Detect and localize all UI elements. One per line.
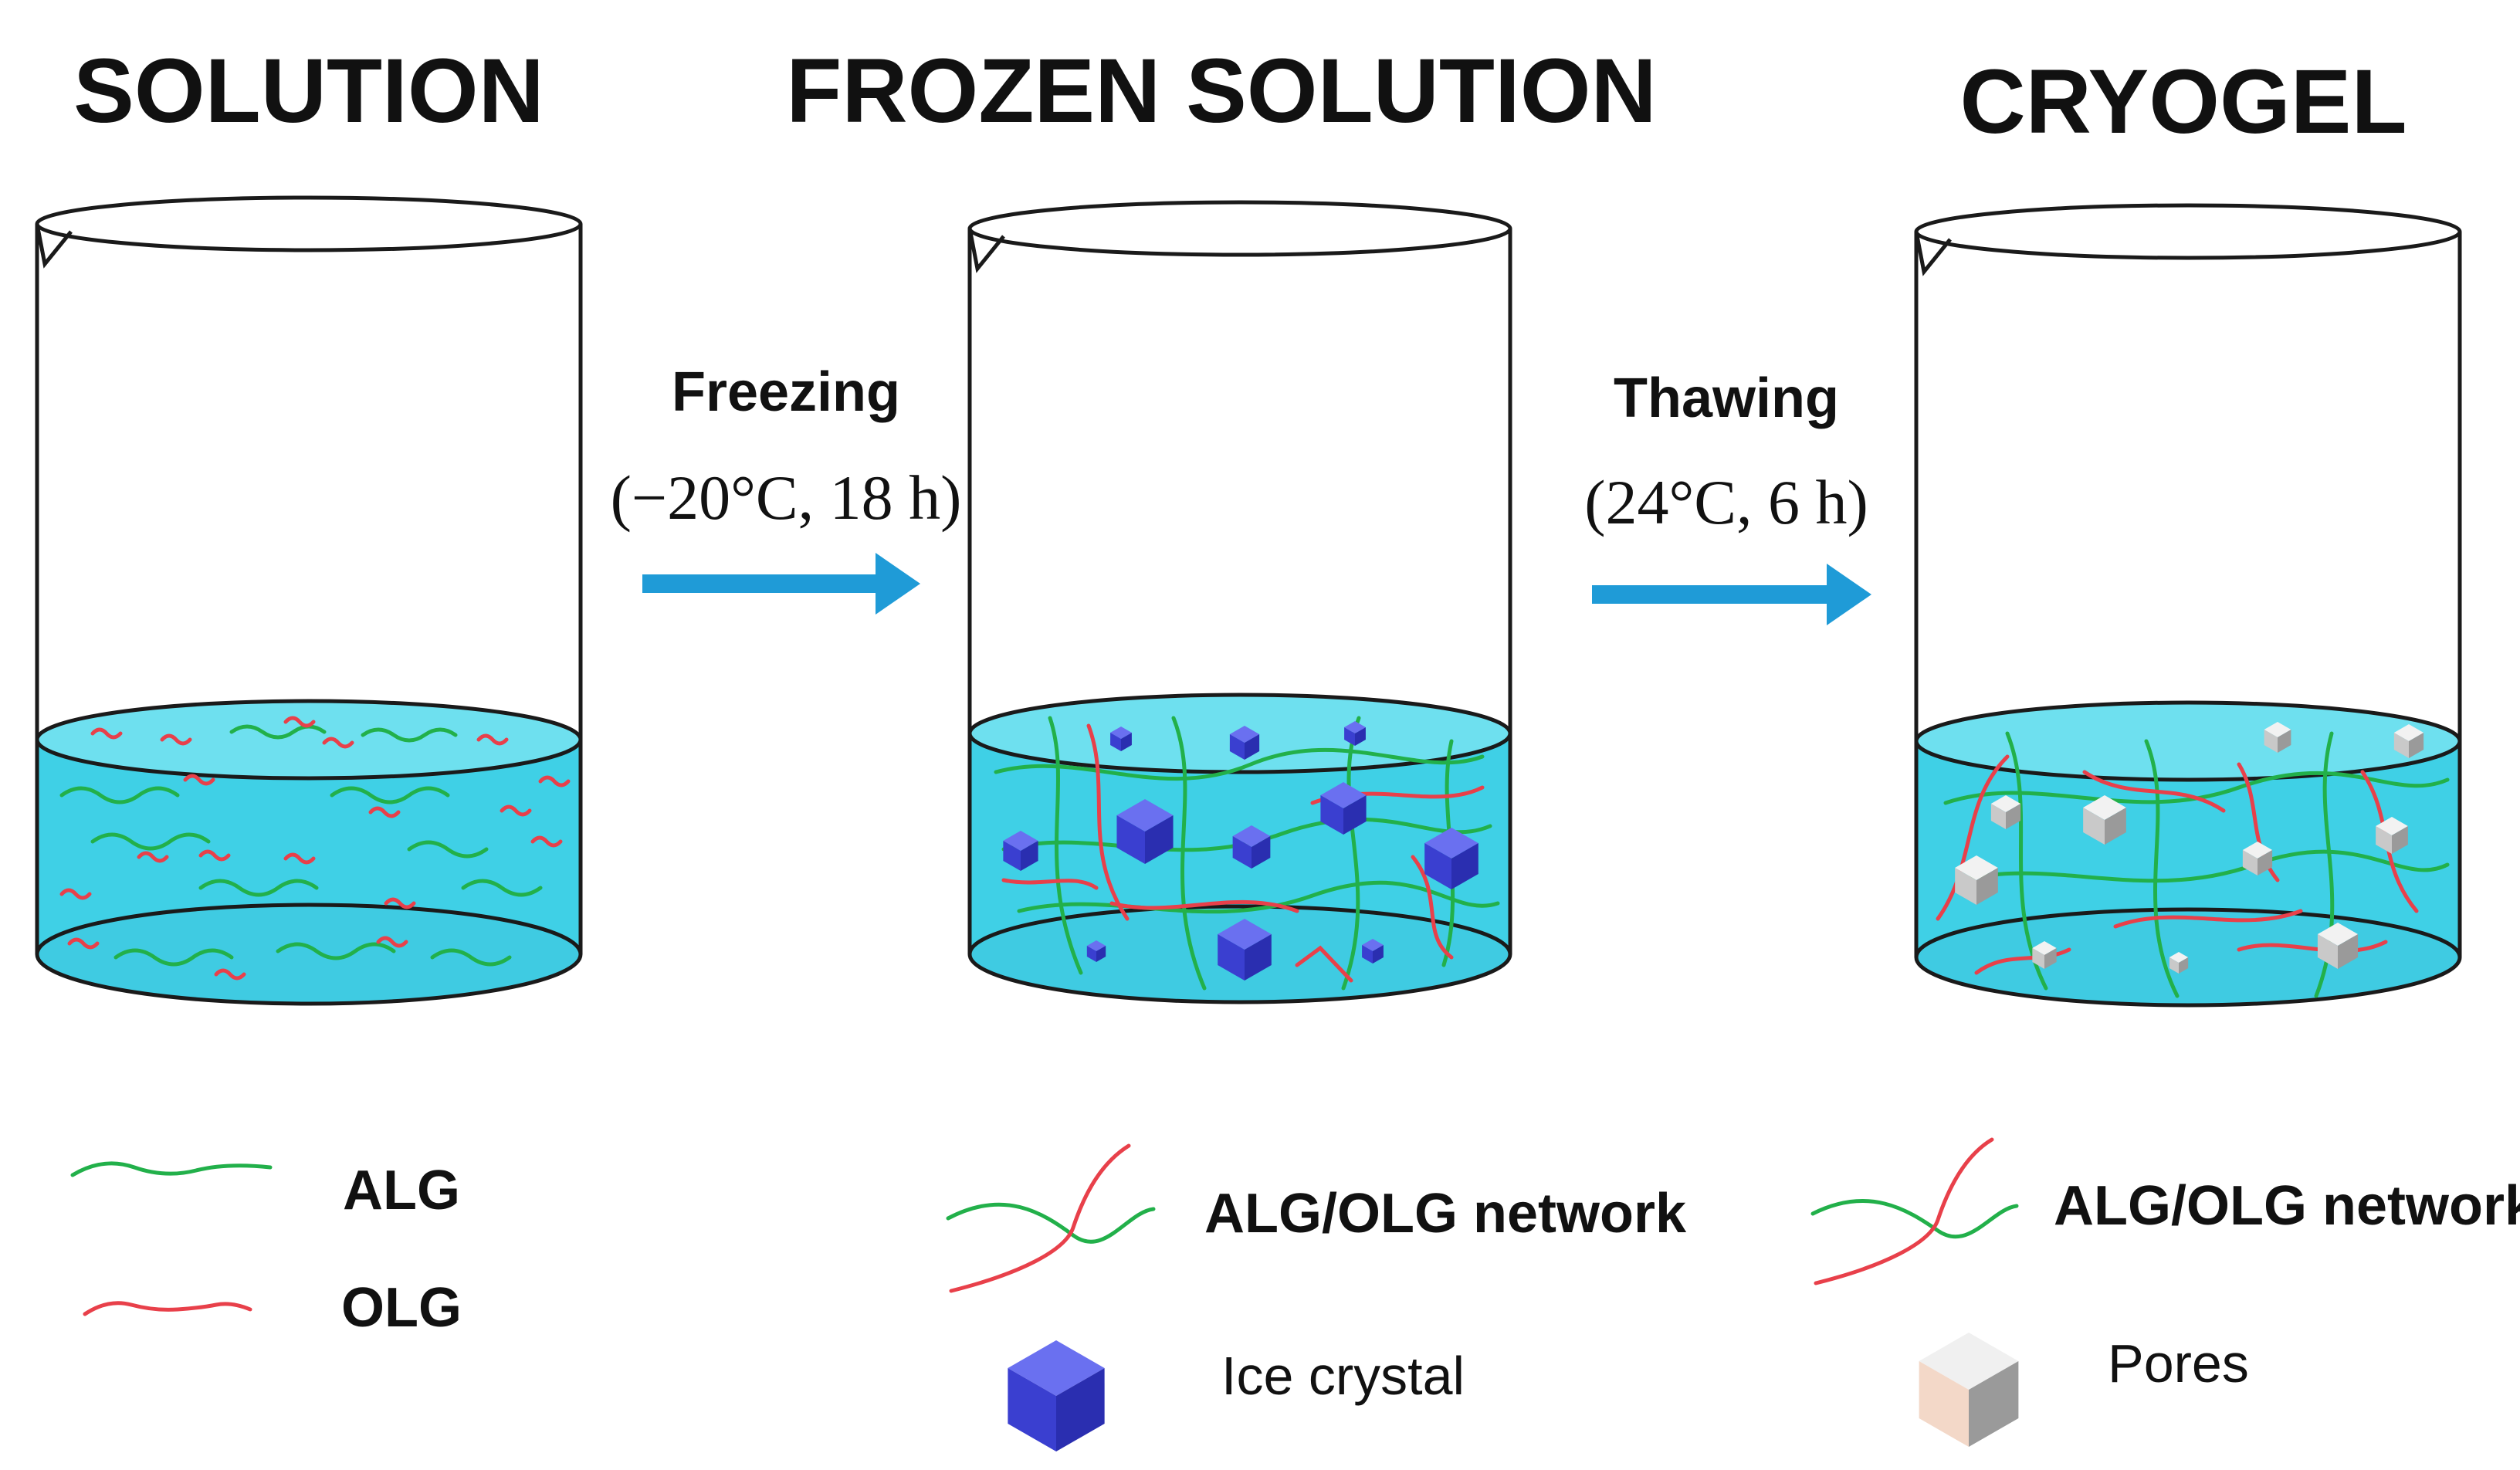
step-label-thawing: Thawing [1614, 368, 1839, 429]
legend-item-pores: Pores [1919, 1333, 2249, 1447]
stage-title-frozen-solution: FROZEN SOLUTION [786, 40, 1657, 142]
olg-chain-swatch [949, 1143, 1131, 1293]
arrow-freezing [642, 553, 920, 615]
beaker-rim [1914, 203, 2462, 260]
legend-label-network: ALG/OLG network [1204, 1183, 1687, 1245]
alg-chain-swatch [1810, 1199, 2019, 1239]
beaker-rim [967, 200, 1512, 257]
beaker-frozen-solution [967, 200, 1512, 1004]
arrow-thawing [1592, 564, 1871, 625]
alg-chains [59, 724, 543, 967]
legend-label-alg: ALG [343, 1160, 460, 1221]
liquid-surface [35, 699, 583, 781]
alg-chain-swatch [70, 1161, 273, 1177]
legend-label-olg: OLG [341, 1277, 462, 1339]
legend-label-ice-crystal: Ice crystal [1221, 1346, 1465, 1406]
olg-chain-swatch [83, 1301, 252, 1316]
olg-chain-swatch [1814, 1137, 1994, 1285]
legend-item-olg: OLG [83, 1277, 462, 1339]
step-condition-freezing: (−20°C, 18 h) [611, 462, 962, 533]
legend-item-alg: ALG [70, 1160, 460, 1221]
olg-chains [59, 716, 571, 981]
alg-chain-swatch [946, 1202, 1156, 1244]
beaker-rim [35, 195, 583, 252]
legend: ALG OLG ALG/OLG network Ice crystal ALG/… [70, 1137, 2520, 1451]
legend-label-network: ALG/OLG network [2054, 1175, 2520, 1237]
legend-label-pores: Pores [2108, 1333, 2249, 1394]
legend-item-network: ALG/OLG network [946, 1143, 1687, 1293]
beaker-solution [35, 195, 583, 1006]
step-condition-thawing: (24°C, 6 h) [1584, 467, 1868, 537]
step-label-freezing: Freezing [672, 361, 900, 423]
pore-swatch [1919, 1333, 2019, 1447]
legend-item-network: ALG/OLG network [1810, 1137, 2520, 1285]
ice-crystal-swatch [1008, 1340, 1105, 1451]
stage-title-cryogel: CRYOGEL [1959, 51, 2407, 153]
alg-olg-network [994, 716, 1500, 991]
stage-title-solution: SOLUTION [73, 40, 544, 142]
beaker-cryogel [1914, 203, 2462, 1008]
legend-item-ice-crystal: Ice crystal [1008, 1340, 1465, 1451]
alg-olg-network [1936, 731, 2450, 998]
